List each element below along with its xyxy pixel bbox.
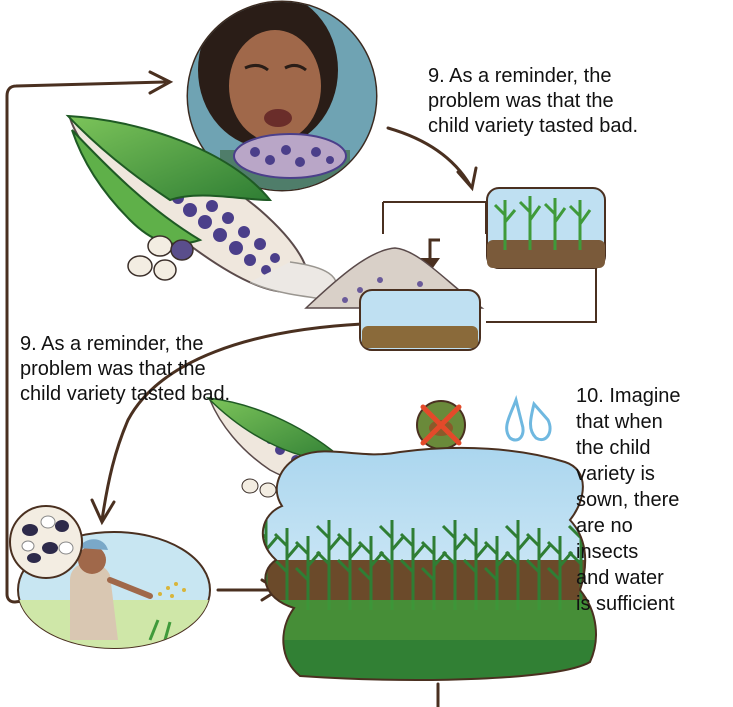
water-drops-icon (507, 400, 550, 440)
large-maize-field (250, 440, 610, 690)
no-insects-icon (417, 401, 465, 449)
seed-closeup-icon (10, 506, 82, 578)
seed-icon (128, 236, 193, 280)
step10-caption: 10. Imagine that when the child variety … (576, 383, 731, 617)
step9-caption-middle: 9. As a reminder, the problem was that t… (20, 332, 320, 407)
step9-caption-top: 9. As a reminder, the problem was that t… (428, 64, 728, 139)
maize-field-icon (487, 188, 605, 268)
